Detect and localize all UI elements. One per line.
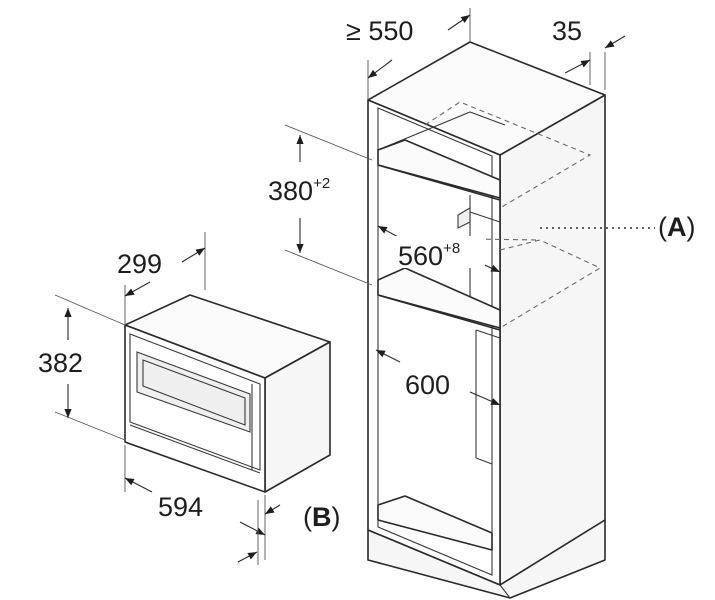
appliance-door-window	[136, 351, 251, 433]
niche-floor-shelf	[377, 267, 501, 329]
hidden-top-shelf-lines	[424, 101, 592, 209]
label-backdrop	[395, 236, 485, 268]
dim-value: 380	[268, 176, 313, 206]
dim-cabinet-width: 600	[375, 349, 501, 406]
ext-line	[284, 124, 373, 161]
arrow-right	[447, 14, 471, 31]
microwave-appliance	[124, 294, 331, 493]
label-b: (B)	[303, 502, 341, 532]
dim-label: 600	[405, 370, 450, 400]
ext-line	[284, 249, 373, 286]
arrow	[264, 504, 281, 515]
upper-shelf	[377, 139, 501, 199]
label-b-marker: (B)	[237, 500, 341, 565]
tall-cabinet	[367, 41, 606, 599]
niche-floor-front-edge	[377, 294, 501, 331]
arrow-left	[367, 59, 393, 79]
label-b-open: (	[303, 502, 312, 532]
dim-niche-height: 380+2	[268, 124, 373, 286]
label-b-close: )	[332, 502, 341, 532]
upper-compartment-top	[377, 111, 506, 151]
arrow-left	[124, 281, 151, 297]
dim-label: 299	[117, 249, 162, 279]
arrow-right	[239, 521, 266, 536]
dim-label: 35	[552, 16, 582, 46]
dim-tolerance: +2	[313, 175, 330, 192]
label-a: (A)	[658, 212, 696, 242]
ext-line	[54, 411, 126, 441]
appliance-door-glass	[142, 359, 246, 426]
arrow-left	[375, 349, 401, 363]
dim-label: ≥ 550	[346, 16, 413, 46]
label-a-close: )	[687, 212, 696, 242]
dim-label: 594	[158, 492, 203, 522]
upper-shelf-front-edge	[377, 164, 501, 201]
cabinet-side-panel	[499, 94, 606, 586]
hidden-niche-floor-lines	[499, 239, 602, 329]
dim-label: 380+2	[268, 175, 330, 206]
label-a-open: (	[658, 212, 667, 242]
dim-niche-depth: ≥ 550	[346, 8, 471, 100]
label-a-letter: A	[667, 212, 687, 242]
dim-label: 382	[38, 348, 83, 378]
arrow-right	[181, 247, 206, 263]
label-a-marker: (A)	[540, 212, 696, 242]
arrow-right	[604, 35, 626, 49]
arrow-right	[469, 391, 501, 406]
arrow-left	[124, 477, 153, 493]
dim-panel-thickness: 35	[552, 16, 626, 90]
dim-appliance-height: 382	[38, 294, 126, 441]
ext-line	[54, 294, 126, 326]
arrow-left	[564, 59, 591, 74]
appliance-control-strip	[129, 424, 261, 474]
dim-niche-width: 560+8	[377, 225, 501, 273]
arrow	[237, 551, 258, 563]
label-b-letter: B	[312, 502, 332, 532]
dim-value: 560	[398, 241, 443, 271]
plinth-edge	[499, 584, 511, 599]
label-backdrop	[404, 366, 468, 398]
lower-back-top-edge	[475, 329, 501, 339]
cabinet-bottom-floor	[377, 495, 493, 551]
appliance-front-trim	[129, 333, 261, 471]
dim-appliance-width: 594	[124, 445, 266, 560]
niche-back-top-edge	[469, 211, 501, 223]
lower-back-bottom-edge	[475, 457, 493, 465]
dim-tolerance: +8	[443, 240, 460, 257]
dim-appliance-depth: 299	[117, 232, 206, 325]
dim-label: 560+8	[398, 240, 460, 271]
cable-cutout	[457, 207, 471, 229]
